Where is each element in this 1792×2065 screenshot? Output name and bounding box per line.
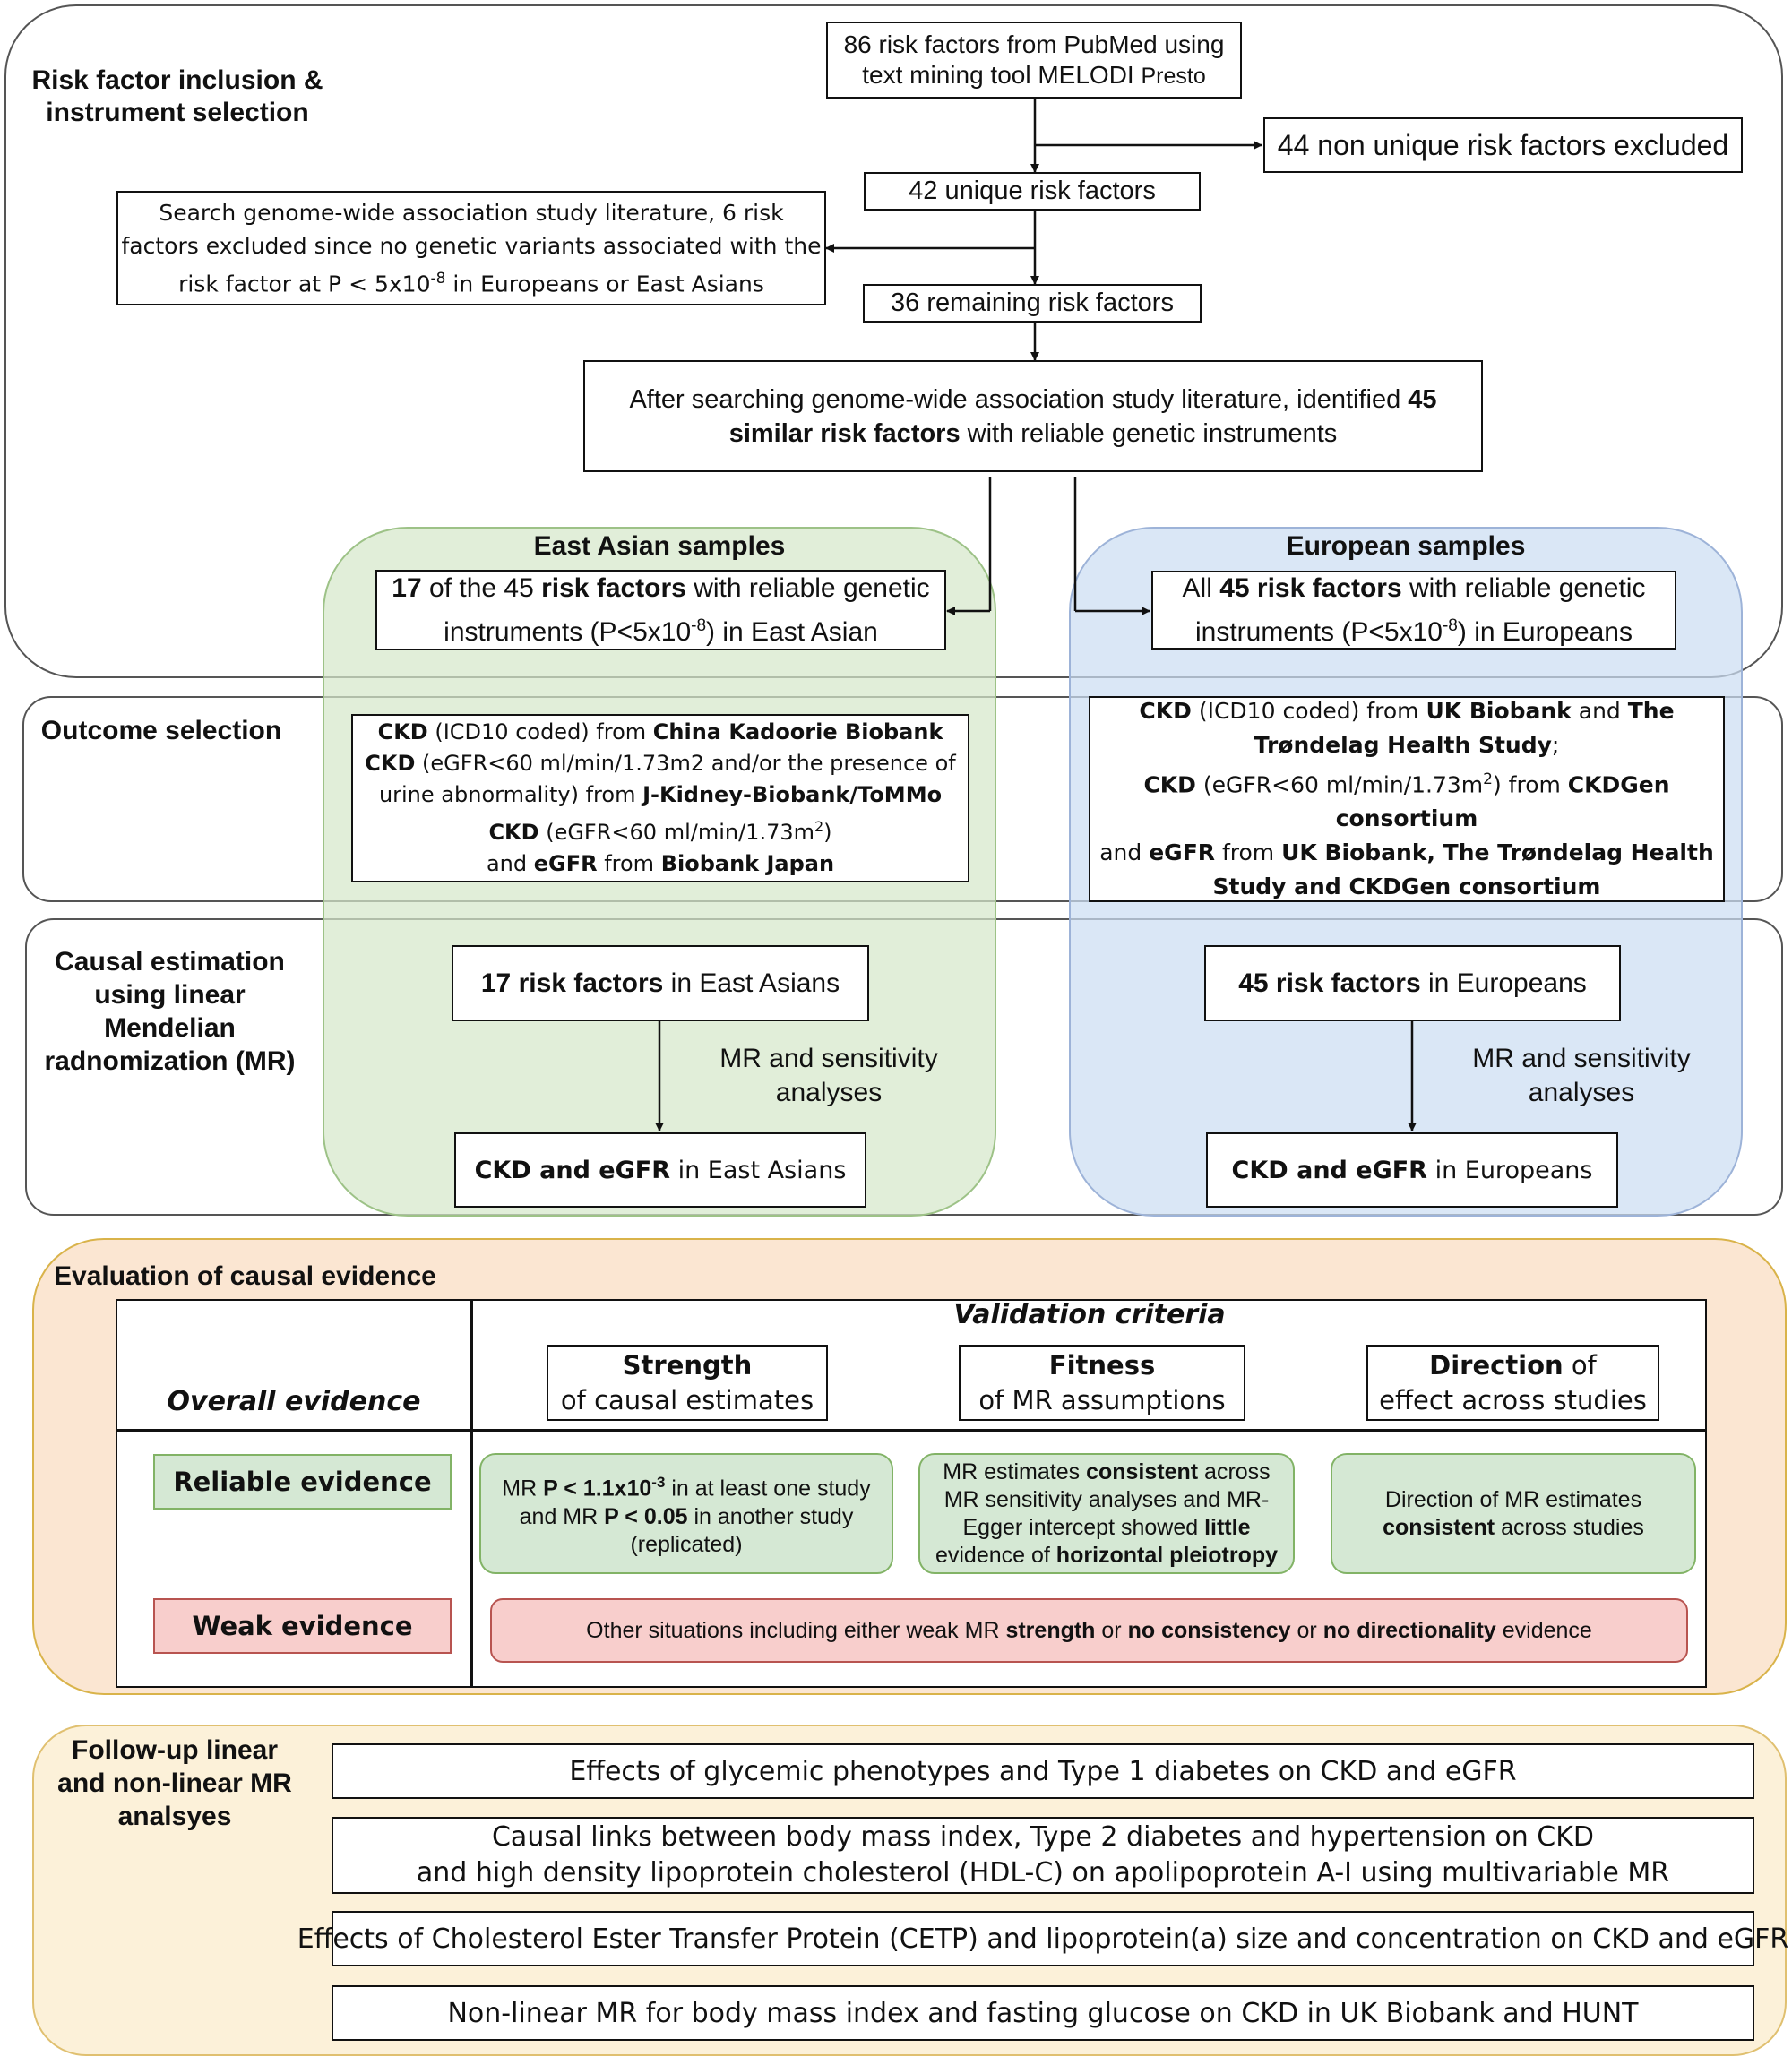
east-instr-line-2: instruments (P<5x10-8) in East Asian [444, 615, 878, 647]
melodi-line-1: 86 risk factors from PubMed using [843, 30, 1225, 58]
followup-item-multivariable: Causal links between body mass index, Ty… [332, 1817, 1754, 1894]
table-vertical-divider [470, 1299, 473, 1688]
europe-instr-line-1: All 45 risk factors with reliable geneti… [1182, 572, 1646, 603]
remaining-risk-factors-box: 36 remaining risk factors [863, 284, 1202, 323]
east-out-line-4: CKD (eGFR<60 ml/min/1.73m2) [488, 818, 832, 845]
east-instr-line-1: 17 of the 45 risk factors with reliable … [392, 572, 930, 603]
europe-instr-line-2: instruments (P<5x10-8) in Europeans [1195, 615, 1633, 647]
europe-out-line-6: Study and CKDGen consortium [1212, 873, 1601, 900]
similar-line-1: After searching genome-wide association … [629, 384, 1437, 414]
table-horizontal-divider [116, 1429, 1707, 1432]
non-unique-excluded-box: 44 non unique risk factors excluded [1263, 117, 1743, 173]
east-out-line-5: and eGFR from Biobank Japan [486, 851, 835, 876]
followup-item-cetp: Effects of Cholesterol Ester Transfer Pr… [297, 1911, 1788, 1966]
gwas-excl-line-1: Search genome-wide association study lit… [159, 199, 784, 226]
direction-criterion-box: Direction of effect across studies [1366, 1345, 1659, 1421]
east-out-line-3: urine abnormality) from J-Kidney-Biobank… [378, 782, 943, 807]
gwas-excl-line-3: risk factor at P < 5x10-8 in Europeans o… [178, 269, 764, 297]
unique-risk-factors-box: 42 unique risk factors [864, 172, 1201, 211]
melodi-risk-factors-box: 86 risk factors from PubMed using text m… [826, 22, 1242, 99]
followup-item-nonlinear: Non-linear MR for body mass index and fa… [332, 1985, 1754, 2041]
overall-evidence-header: Overall evidence [167, 1386, 421, 1417]
similar-risk-factors-box: After searching genome-wide association … [583, 360, 1483, 472]
europe-out-line-4: consortium [1335, 805, 1478, 832]
gwas-excl-line-2: factors excluded since no genetic varian… [121, 232, 822, 259]
similar-line-2: similar risk factors with reliable genet… [728, 418, 1338, 448]
east-outcome-box: CKD (ICD10 coded) from China Kadoorie Bi… [351, 714, 969, 882]
validation-criteria-header: Validation criteria [953, 1299, 1226, 1330]
east-risk-factors-box: 17 risk factors in East Asians [452, 945, 869, 1021]
followup-item-glycemic: Effects of glycemic phenotypes and Type … [332, 1743, 1754, 1799]
europe-outcome-box: CKD (ICD10 coded) from UK Biobank and Th… [1089, 696, 1725, 902]
europe-instruments-box: All 45 risk factors with reliable geneti… [1151, 571, 1676, 650]
european-title: European samples [1286, 531, 1526, 561]
evaluation-section-label: Evaluation of causal evidence [54, 1261, 436, 1291]
reliable-direction-criterion: Direction of MR estimates consistent acr… [1331, 1453, 1696, 1574]
europe-result-box: CKD and eGFR in Europeans [1206, 1132, 1618, 1208]
gwas-exclusion-box: Search genome-wide association study lit… [116, 191, 826, 305]
reliable-evidence-label: Reliable evidence [153, 1454, 452, 1510]
outcome-section-label: Outcome selection [40, 716, 282, 745]
europe-out-line-3: CKD (eGFR<60 ml/min/1.73m2) from CKDGen [1143, 770, 1670, 798]
europe-out-line-1: CKD (ICD10 coded) from UK Biobank and Th… [1139, 697, 1675, 724]
europe-risk-factors-box: 45 risk factors in Europeans [1204, 945, 1621, 1021]
melodi-line-2: text mining tool MELODI Presto [862, 60, 1206, 89]
east-result-box: CKD and eGFR in East Asians [454, 1132, 866, 1208]
reliable-fitness-criterion: MR estimates consistent across MR sensit… [918, 1453, 1295, 1574]
risk-factor-section-label: Risk factor inclusion & instrument selec… [31, 65, 323, 127]
east-out-line-2: CKD (eGFR<60 ml/min/1.73m2 and/or the pr… [365, 751, 956, 776]
causal-section-label: Causal estimation using linear Mendelian… [44, 947, 296, 1076]
reliable-strength-criterion: MR P < 1.1x10-3 in at least one study an… [479, 1453, 893, 1574]
weak-evidence-description: Other situations including either weak M… [490, 1598, 1688, 1663]
east-out-line-1: CKD (ICD10 coded) from China Kadoorie Bi… [377, 719, 943, 744]
east-asian-title: East Asian samples [533, 531, 786, 561]
east-instruments-box: 17 of the 45 risk factors with reliable … [375, 570, 946, 650]
followup-section-label: Follow-up linear and non-linear MR anals… [57, 1735, 292, 1831]
weak-evidence-label: Weak evidence [153, 1598, 452, 1654]
europe-out-line-2: Trøndelag Health Study; [1254, 731, 1560, 758]
europe-out-line-5: and eGFR from UK Biobank, The Trøndelag … [1099, 839, 1714, 866]
